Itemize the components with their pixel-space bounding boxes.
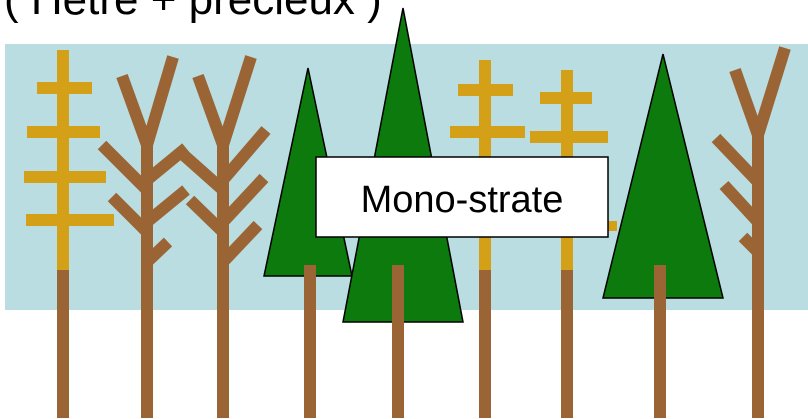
- branch: [116, 73, 153, 148]
- mono-strate-label: Mono-strate: [315, 156, 609, 238]
- branch: [217, 55, 257, 147]
- brown-tree-1: [97, 55, 190, 418]
- trunk: [654, 265, 666, 418]
- branch: [185, 195, 228, 237]
- brown-tree-3: [711, 46, 791, 418]
- trunk: [752, 265, 764, 418]
- branch: [143, 185, 190, 227]
- trunk: [561, 265, 573, 418]
- branch: [711, 133, 763, 187]
- brown-tree-2: [174, 55, 271, 418]
- conifer-3: [602, 53, 724, 418]
- trunk: [217, 265, 229, 418]
- branch: [142, 237, 173, 267]
- trunk: [57, 265, 69, 418]
- branch: [174, 145, 227, 195]
- branch: [192, 73, 229, 148]
- branch: [97, 140, 152, 195]
- branch: [218, 220, 263, 267]
- trunk: [304, 265, 316, 418]
- branch: [218, 126, 271, 184]
- branch: [729, 67, 764, 138]
- label-box: [315, 156, 609, 238]
- branch: [719, 180, 763, 227]
- trunk: [392, 265, 404, 418]
- branch: [738, 232, 763, 257]
- branch: [752, 46, 791, 137]
- branch: [141, 55, 179, 147]
- trunk: [479, 265, 491, 418]
- branch: [107, 192, 152, 237]
- trunk: [141, 265, 153, 418]
- label-text: Mono-strate: [361, 179, 564, 221]
- caption-text: ( Hêtre + précieux ): [4, 0, 382, 24]
- branch: [218, 173, 269, 227]
- yellow-tree-1: [24, 50, 114, 418]
